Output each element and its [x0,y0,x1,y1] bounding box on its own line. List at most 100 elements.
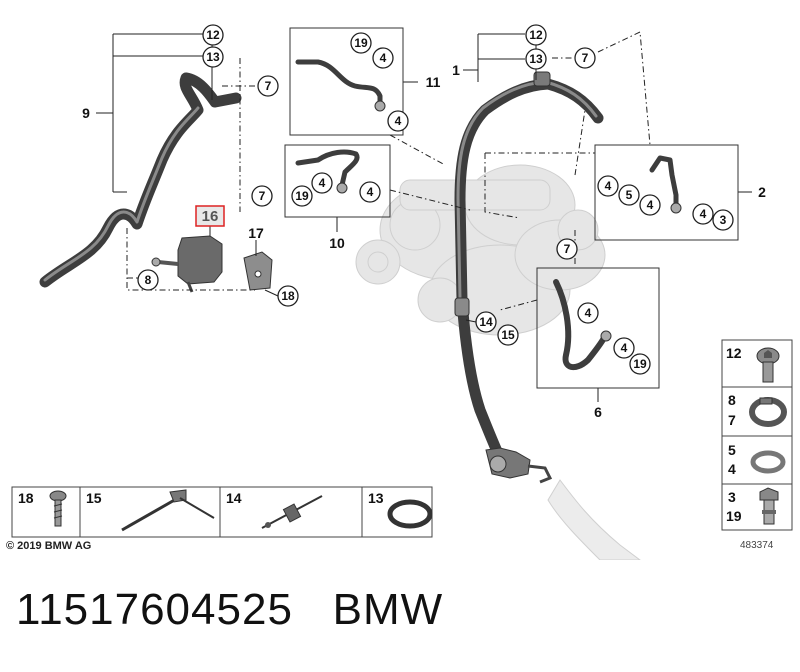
callout-label: 14 [479,315,493,329]
callout-label: 15 [501,328,515,342]
callout-label: 19 [354,36,368,50]
screw-18-icon [49,490,67,527]
callout-13[interactable]: 13 [525,48,547,70]
callout-4[interactable]: 4 [359,181,381,203]
part-17-bracket [243,251,273,291]
callout-circle [291,185,313,207]
callout-5[interactable]: 5 [618,184,640,206]
caption: 11517604525 BMW [16,585,443,635]
callout-4[interactable]: 4 [372,47,394,69]
callout-circle [372,47,394,69]
group-2-box [594,144,739,241]
pipe-11 [295,59,386,112]
side-label-8: 8 [728,392,736,408]
callout-7[interactable]: 7 [257,75,279,97]
callout-circle [475,311,497,333]
callout-label: 7 [582,51,589,65]
callout-4[interactable]: 4 [387,110,409,132]
callout-3[interactable]: 3 [712,209,734,231]
callout-label: 12 [206,28,220,42]
callout-circle [577,302,599,324]
callout-4[interactable]: 4 [577,302,599,324]
callout-circle [387,110,409,132]
callout-4[interactable]: 4 [613,337,635,359]
callout-circle [497,324,519,346]
callout-label: 4 [647,198,654,212]
callout-7[interactable]: 7 [251,185,273,207]
callout-12[interactable]: 12 [525,24,547,46]
side-label-4: 4 [728,461,736,477]
callout-4[interactable]: 4 [692,203,714,225]
callout-label: 13 [206,50,220,64]
callout-7[interactable]: 7 [574,47,596,69]
callout-circle [525,24,547,46]
group-10-box [284,144,391,218]
part-16-sensor [151,235,223,293]
callout-7[interactable]: 7 [556,238,578,260]
callout-label: 13 [529,52,543,66]
callout-13[interactable]: 13 [202,46,224,68]
callout-label: 12 [529,28,543,42]
brand-name: BMW [332,585,444,634]
callout-circle [311,172,333,194]
clamp-8-icon [749,397,787,427]
callout-14[interactable]: 14 [475,311,497,333]
callout-label: 4 [395,114,402,128]
side-label-19: 19 [726,508,742,524]
turbocharger-background [355,164,641,560]
callout-label: 19 [633,357,647,371]
callout-19[interactable]: 19 [291,185,313,207]
side-label-3: 3 [728,489,736,505]
callout-19[interactable]: 19 [629,353,651,375]
callout-15[interactable]: 15 [497,324,519,346]
callout-19[interactable]: 19 [350,32,372,54]
side-label-12: 12 [726,345,742,361]
callout-label: 4 [380,51,387,65]
callout-12[interactable]: 12 [202,24,224,46]
table-label-18: 18 [18,490,34,506]
callout-4[interactable]: 4 [639,194,661,216]
callout-4[interactable]: 4 [597,175,619,197]
callout-label: 3 [720,213,727,227]
callout-label: 4 [367,185,374,199]
callout-18[interactable]: 18 [277,285,299,307]
callout-circle [257,75,279,97]
table-label-14: 14 [226,490,242,506]
group-label-9: 9 [82,105,90,121]
callout-label: 7 [265,79,272,93]
callout-circle [359,181,381,203]
table-label-15: 15 [86,490,102,506]
hose-9 [39,72,242,288]
diagram-image-id: 483374 [740,540,774,551]
callout-8[interactable]: 8 [137,269,159,291]
table-label-13: 13 [368,490,384,506]
callout-circle [202,24,224,46]
callout-label: 4 [700,207,707,221]
seal-5-icon [750,450,786,474]
callout-circle [712,209,734,231]
group-6-box [536,267,660,389]
callout-label: 4 [585,306,592,320]
highlighted-part-16[interactable]: 16 [195,205,225,227]
callout-label: 7 [259,189,266,203]
hose-1 [454,71,604,484]
side-parts-table: 12 8 7 5 4 3 19 [721,339,793,531]
callout-circle [277,285,299,307]
callout-circle [639,194,661,216]
callout-circle [137,269,159,291]
side-label-5: 5 [728,442,736,458]
group-label-10: 10 [329,235,345,251]
callout-circle [202,46,224,68]
pipe-10 [295,149,360,194]
callout-label: 18 [281,289,295,303]
group-label-6: 6 [594,404,602,420]
bolt-12-icon [756,347,780,383]
callout-circle [597,175,619,197]
callout-label: 7 [564,242,571,256]
bottom-parts-table: 18 15 14 13 [11,486,433,538]
group-label-1: 1 [452,62,460,78]
callout-circle [525,48,547,70]
banjo-bolt-3-icon [759,487,779,525]
callout-4[interactable]: 4 [311,172,333,194]
